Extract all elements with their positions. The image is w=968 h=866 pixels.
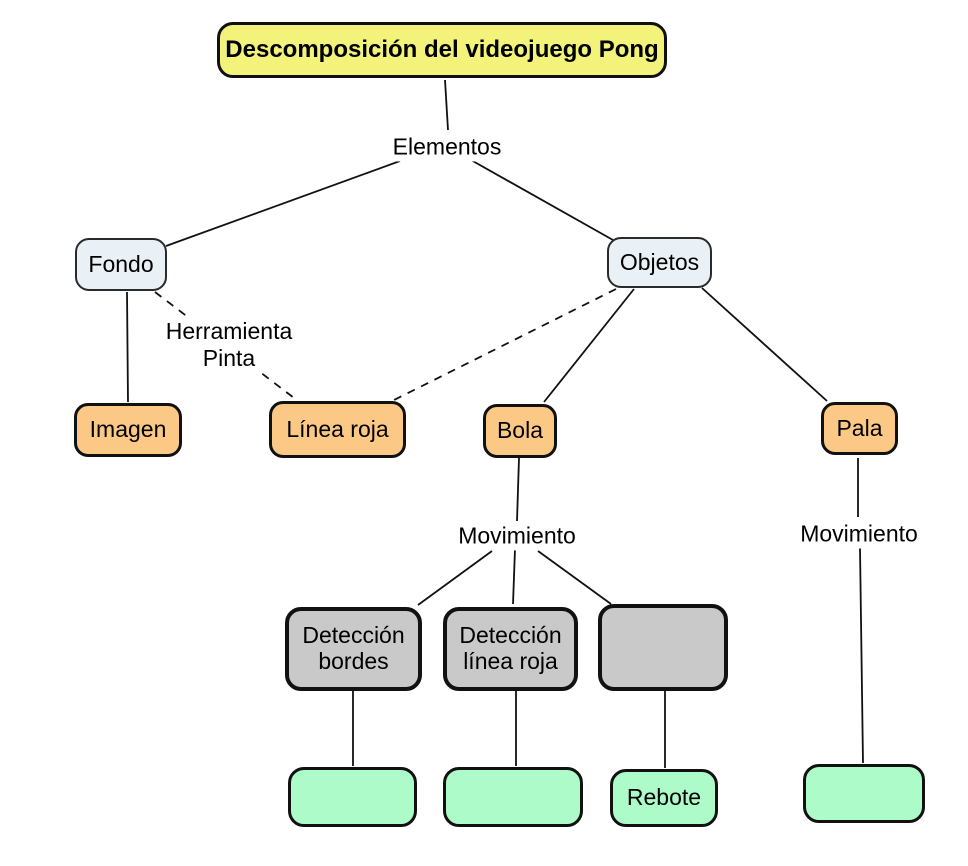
diagram-title: Descomposición del videojuego Pong (217, 22, 667, 78)
node-fondo: Fondo (75, 238, 167, 291)
edge-label-elementos: Elementos (389, 132, 505, 162)
node-deteccion-bordes: Detección bordes (285, 607, 422, 691)
node-resultado-pala (803, 764, 925, 823)
node-imagen: Imagen (74, 403, 182, 457)
node-pala: Pala (821, 402, 898, 455)
node-objetos: Objetos (607, 237, 712, 288)
node-rebote: Rebote (610, 769, 718, 827)
node-linea-roja: Línea roja (269, 401, 406, 458)
node-bola: Bola (483, 404, 557, 458)
edge-label-herramienta-pinta: Herramienta Pinta (143, 316, 315, 374)
node-deteccion-linea-roja: Detección línea roja (443, 607, 578, 691)
node-resultado-bordes (288, 767, 417, 827)
edge-label-movimiento-pala: Movimiento (797, 519, 921, 549)
edge-label-movimiento-bola: Movimiento (455, 521, 579, 551)
node-resultado-linea-roja (443, 767, 583, 827)
node-proceso-sin-titulo (598, 604, 728, 691)
